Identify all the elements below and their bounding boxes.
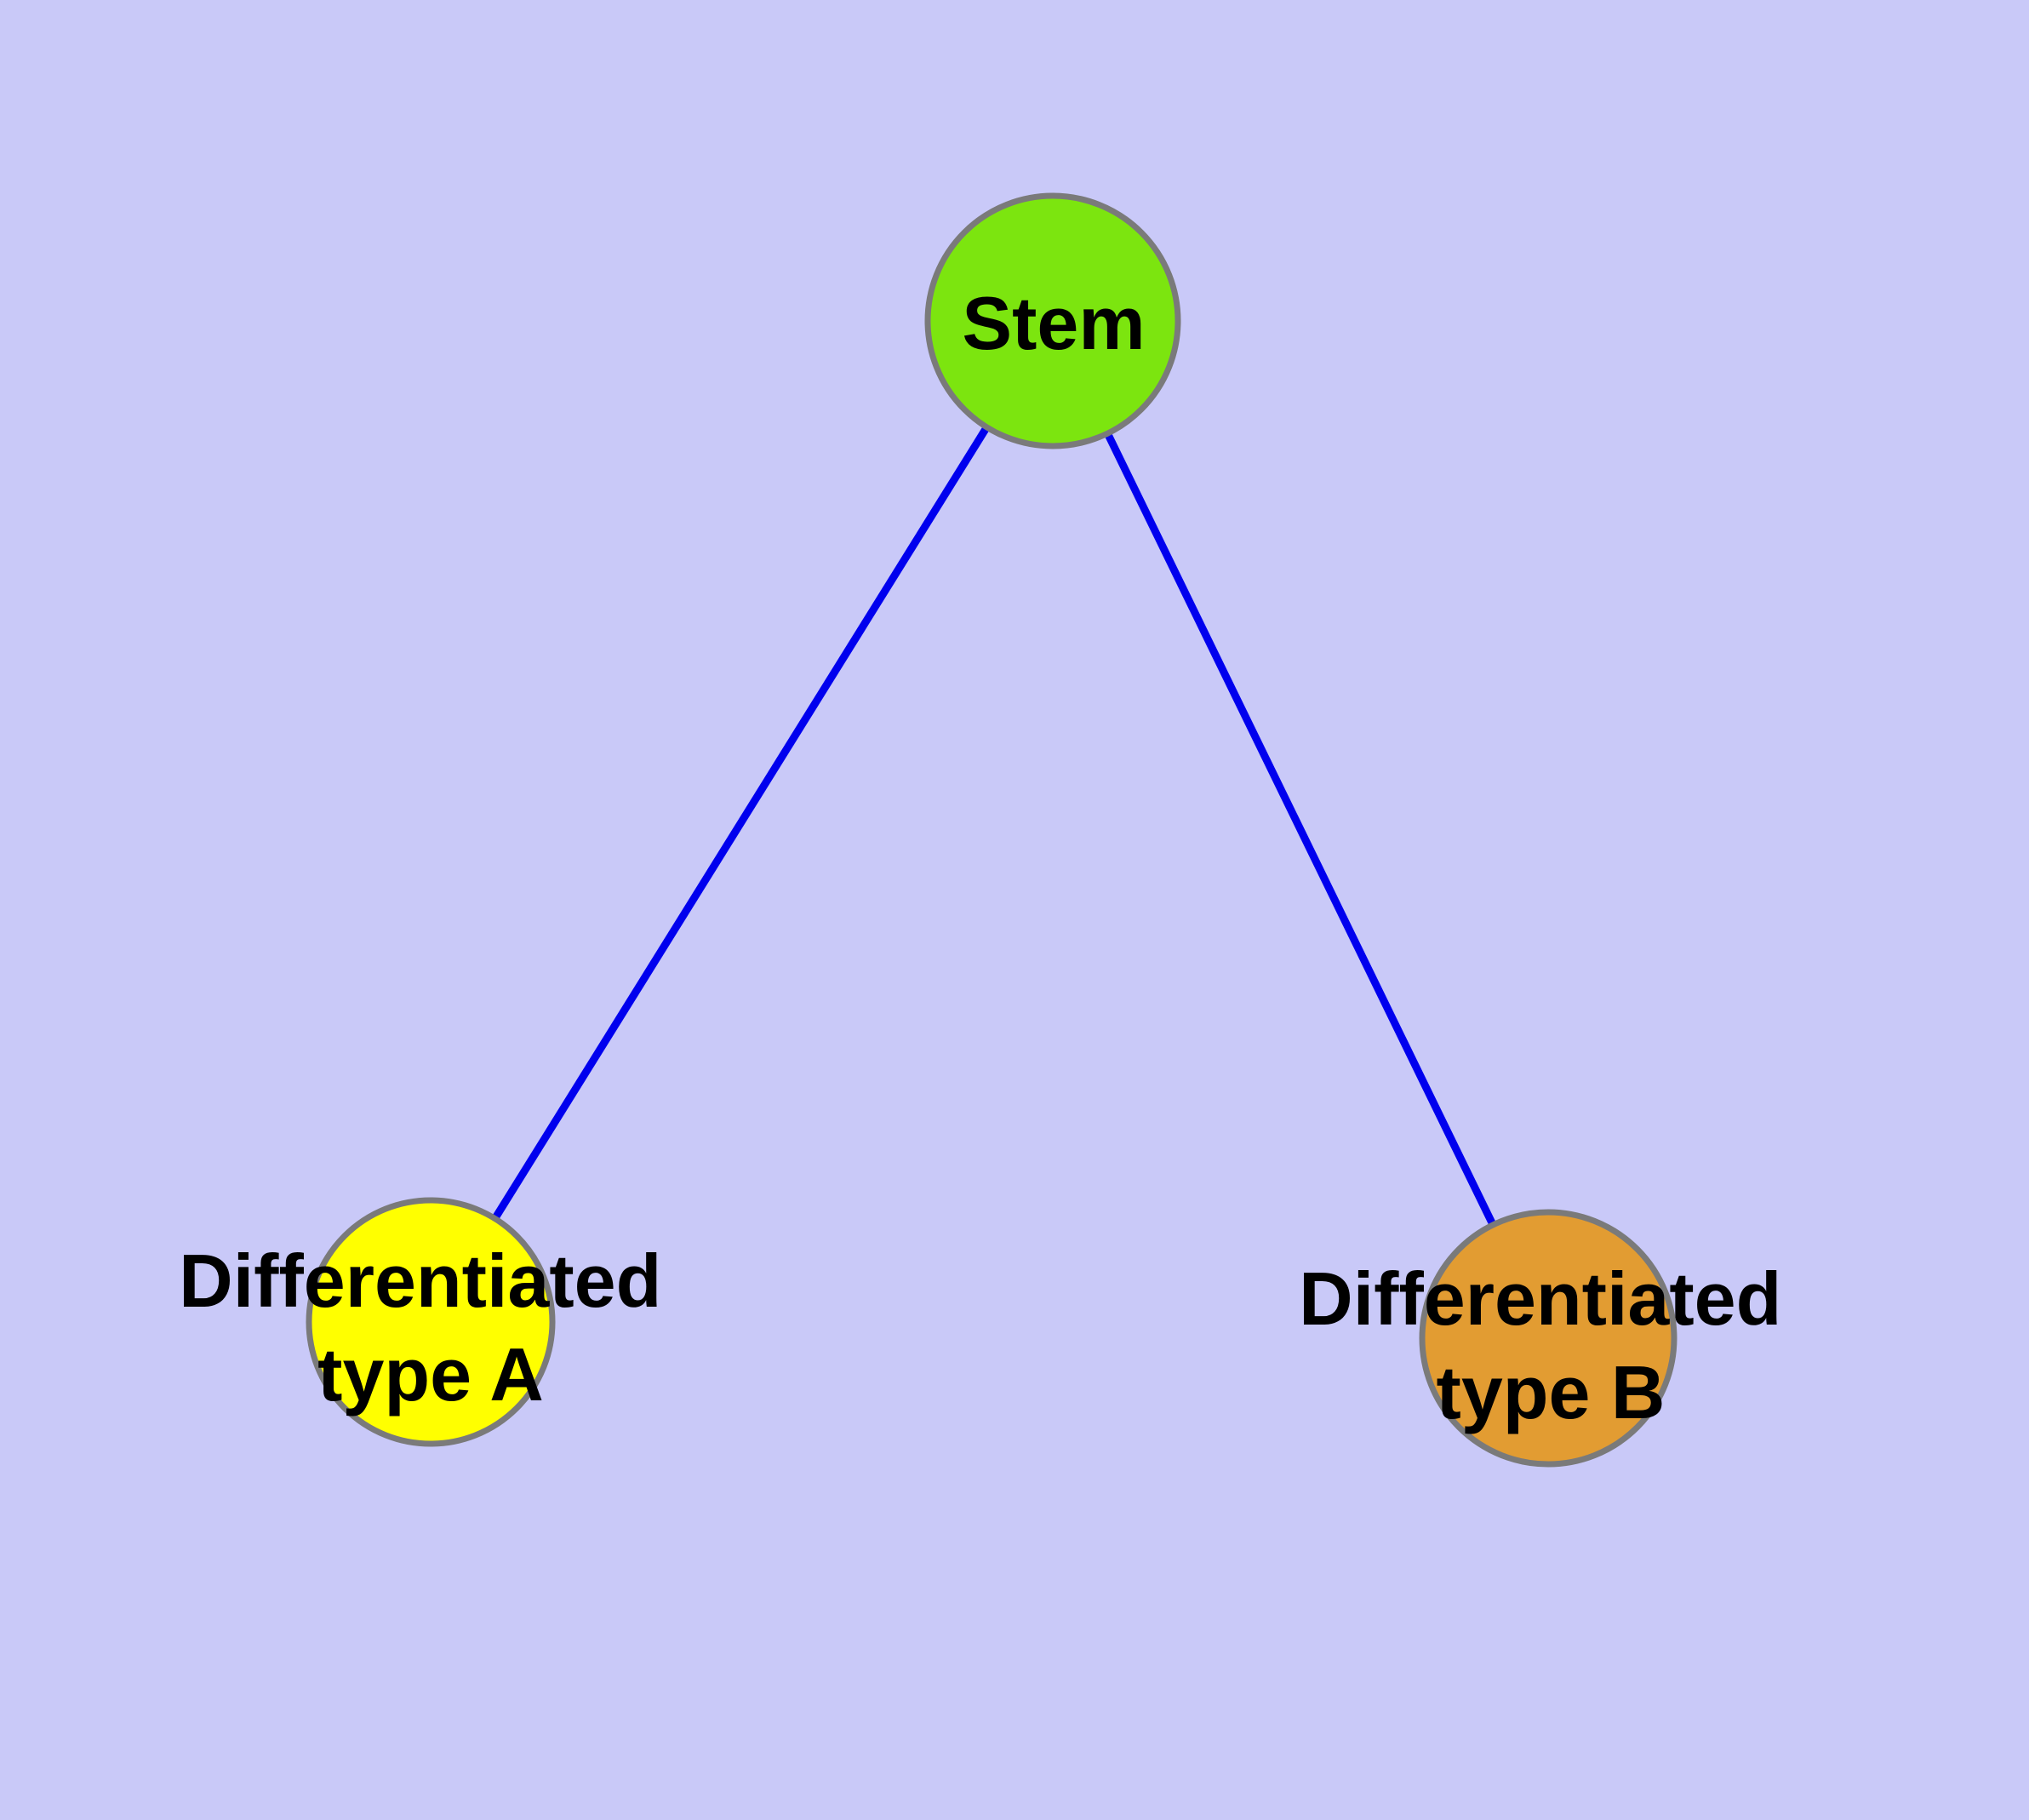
edge-stem-to-type-a xyxy=(427,318,1056,1325)
node-stem-label: Stem xyxy=(962,281,1145,365)
node-type-a-label-line-2: type A xyxy=(317,1332,544,1417)
node-type-a-label-line-1: Differentiated xyxy=(179,1239,661,1323)
node-type-b-label-line-1: Differentiated xyxy=(1299,1256,1781,1341)
node-type-b-label-line-2: type B xyxy=(1437,1350,1666,1434)
edge-stem-to-type-b xyxy=(1049,319,1552,1340)
node-type-b-circle xyxy=(1419,1209,1677,1468)
node-type-b-label: Differentiated type B xyxy=(1299,1256,1803,1434)
node-type-a-circle xyxy=(306,1197,556,1447)
node-type-a-label: Differentiated type A xyxy=(179,1239,683,1417)
node-stem-circle xyxy=(924,192,1181,449)
